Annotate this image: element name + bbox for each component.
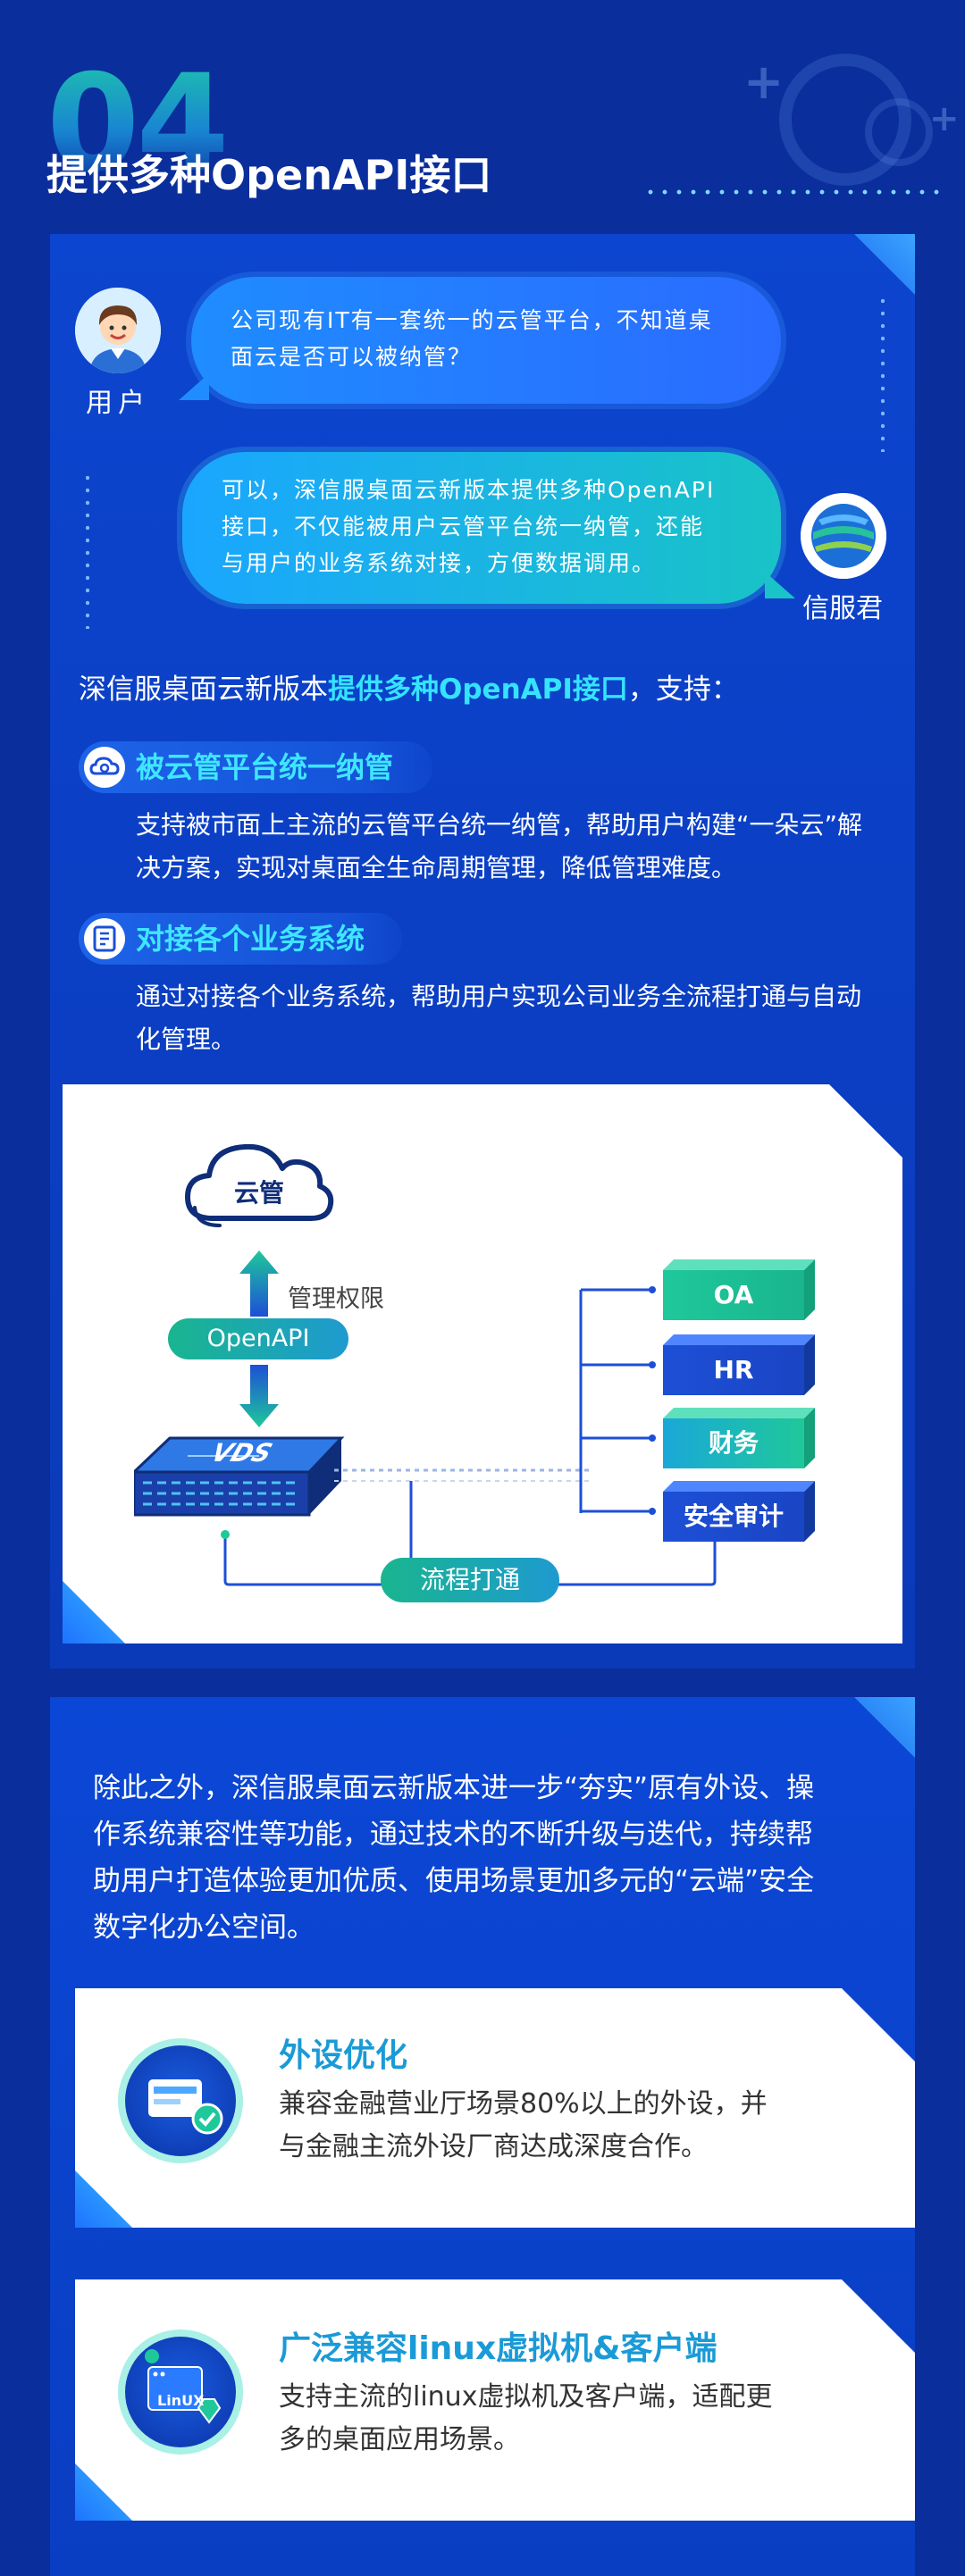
card-desc: 支持主流的linux虚拟机及客户端，适配更 多的桌面应用场景。 (279, 2376, 772, 2462)
user-face-icon (75, 288, 161, 373)
card-title: 广泛兼容linux虚拟机&客户端 (279, 2330, 717, 2367)
paragraph-line: 作系统兼容性等功能，通过技术的不断升级与迭代，持续帮 (93, 1819, 813, 1851)
up-arrow-icon (239, 1250, 279, 1317)
cloud-icon (185, 1143, 334, 1227)
intro-suffix: ，支持： (627, 673, 739, 706)
feature-desc: 支持被市面上主流的云管平台统一纳管，帮助用户构建“一朵云”解 决方案，实现对桌面… (136, 804, 862, 890)
feature-pill-business: 对接各个业务系统 (79, 913, 402, 965)
card-desc: 兼容金融营业厅场景80%以上的外设，并 与金融主流外设厂商达成深度合作。 (279, 2083, 768, 2169)
dotted-divider (643, 189, 947, 195)
system-block-oa: OA (663, 1259, 815, 1320)
card-desc-line: 与金融主流外设厂商达成深度合作。 (279, 2131, 708, 2162)
block-top (663, 1408, 815, 1418)
block-side (804, 1481, 815, 1542)
block-top (663, 1259, 815, 1270)
down-arrow-icon (239, 1365, 279, 1427)
feature-desc-line: 决方案，实现对桌面全生命周期管理，降低管理难度。 (136, 853, 737, 882)
paragraph-line: 助用户打造体验更加优质、使用场景更加多元的“云端”安全 (93, 1865, 815, 1897)
decor-plus-icon: + (743, 54, 785, 110)
block-side (804, 1259, 815, 1320)
feature-desc-line: 化管理。 (136, 1025, 237, 1054)
system-block-hr: HR (663, 1334, 815, 1395)
bot-message-line: 与用户的业务系统对接，方便数据调用。 (222, 550, 657, 576)
block-label: OA (663, 1270, 804, 1320)
block-side (804, 1334, 815, 1395)
architecture-diagram: 云管 管理权限 OpenAPI VDS OA (63, 1084, 902, 1643)
system-block-security-audit: 安全审计 (663, 1481, 815, 1542)
cloud-icon (84, 747, 125, 788)
peripheral-icon (125, 2045, 236, 2156)
bot-message-line: 可以，深信服桌面云新版本提供多种OpenAPI (222, 477, 716, 503)
user-message-line: 公司现有IT有一套统一的云管平台，不知道桌 (231, 307, 713, 333)
block-top (663, 1481, 815, 1492)
chat-guide-line (881, 295, 885, 452)
user-message-line: 面云是否可以被纳管？ (231, 344, 473, 370)
cloud-label: 云管 (233, 1178, 284, 1208)
flow-badge: 流程打通 (381, 1558, 559, 1602)
user-message-bubble: 公司现有IT有一套统一的云管平台，不知道桌 面云是否可以被纳管？ (179, 277, 781, 404)
block-side (804, 1408, 815, 1468)
intro-highlight: 提供多种OpenAPI接口 (328, 673, 628, 706)
feature-title: 对接各个业务系统 (136, 922, 365, 956)
decor-plus-icon: + (929, 98, 960, 139)
section-title: 提供多种OpenAPI接口 (46, 151, 492, 199)
paragraph-line: 数字化办公空间。 (93, 1911, 315, 1944)
user-label: 用户 (86, 388, 150, 419)
document-icon (84, 918, 125, 959)
chat-guide-line (86, 472, 89, 629)
block-label: 财务 (663, 1418, 804, 1468)
block-label: 安全审计 (663, 1492, 804, 1542)
openapi-badge: OpenAPI (168, 1318, 348, 1359)
decor-ring-icon (865, 98, 933, 166)
card-desc-line: 兼容金融营业厅场景80%以上的外设，并 (279, 2088, 768, 2120)
vds-server-icon (134, 1436, 345, 1517)
intro-line: 深信服桌面云新版本提供多种OpenAPI接口，支持： (79, 668, 739, 711)
compatibility-paragraph: 除此之外，深信服桌面云新版本进一步“夯实”原有外设、操 作系统兼容性等功能，通过… (93, 1765, 814, 1951)
block-top (663, 1334, 815, 1345)
feature-desc-line: 支持被市面上主流的云管平台统一纳管，帮助用户构建“一朵云”解 (136, 810, 863, 840)
linux-icon-text: LinUX (157, 2392, 205, 2409)
feature-desc-line: 通过对接各个业务系统，帮助用户实现公司业务全流程打通与自动 (136, 982, 862, 1011)
bot-avatar (801, 493, 886, 579)
user-avatar (75, 288, 161, 373)
intro-prefix: 深信服桌面云新版本 (79, 673, 328, 706)
feature-pill-cloud: 被云管平台统一纳管 (79, 741, 432, 793)
linux-icon (125, 2337, 236, 2447)
permission-label: 管理权限 (288, 1285, 384, 1313)
card-title: 外设优化 (279, 2037, 408, 2074)
card-desc-line: 多的桌面应用场景。 (279, 2424, 520, 2455)
card-desc-line: 支持主流的linux虚拟机及客户端，适配更 (279, 2381, 773, 2413)
bot-message-bubble: 可以，深信服桌面云新版本提供多种OpenAPI 接口，不仅能被用户云管平台统一纳… (182, 452, 795, 604)
feature-desc: 通过对接各个业务系统，帮助用户实现公司业务全流程打通与自动 化管理。 (136, 975, 861, 1061)
bot-message-line: 接口，不仅能被用户云管平台统一纳管，还能 (222, 514, 705, 539)
bot-label: 信服君 (802, 593, 883, 624)
connector-lines (221, 1286, 719, 1586)
system-block-finance: 财务 (663, 1408, 815, 1468)
block-label: HR (663, 1345, 804, 1395)
paragraph-line: 除此之外，深信服桌面云新版本进一步“夯实”原有外设、操 (93, 1772, 815, 1804)
section-number: 04 (46, 46, 230, 202)
sangfor-globe-icon (801, 493, 886, 579)
feature-title: 被云管平台统一纳管 (136, 750, 394, 784)
